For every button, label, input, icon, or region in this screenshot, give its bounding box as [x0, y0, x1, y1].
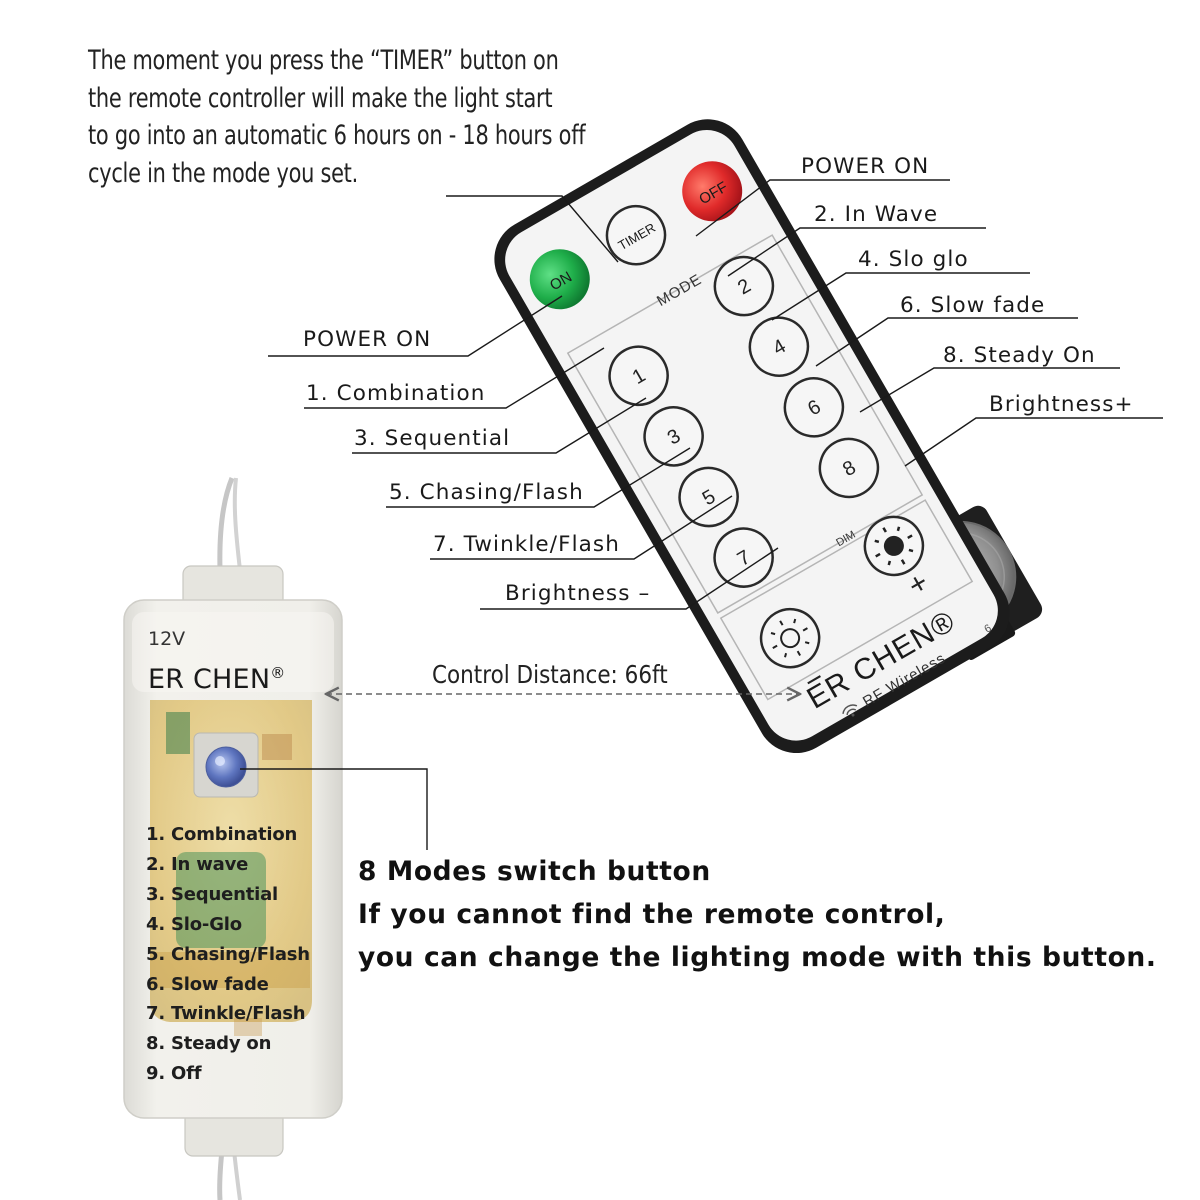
callout-power-on-right: POWER ON [801, 154, 930, 179]
button-highlight [215, 756, 225, 766]
callout-slow-fade: 6. Slow fade [900, 293, 1046, 318]
mode-switch-explanation: 8 Modes switch button If you cannot find… [358, 850, 1157, 979]
power-on-right-leader [695, 179, 950, 237]
steady-on-leader [859, 367, 1120, 413]
off-button[interactable] [671, 150, 753, 232]
callout-in-wave: 2. In Wave [814, 202, 939, 227]
timer-explanation: The moment you press the “TIMER” button … [88, 42, 648, 192]
mode-button-5[interactable] [669, 457, 748, 536]
callout-power-on-left: POWER ON [303, 327, 432, 352]
mode-switch-line-2: If you cannot find the remote control, [358, 899, 946, 930]
mode-button-6[interactable] [774, 368, 853, 447]
control-distance-label: Control Distance: 66ft [432, 660, 668, 689]
mode-button-4[interactable] [739, 307, 818, 386]
intro-line-1: The moment you press the “TIMER” button … [88, 45, 559, 76]
callout-brightness-minus: Brightness – [505, 581, 651, 606]
inline-controller [123, 477, 343, 1200]
intro-line-4: cycle in the mode you set. [88, 157, 358, 189]
chasing-leader [386, 447, 691, 508]
dim-outline [719, 499, 974, 701]
sequential-leader [352, 397, 647, 454]
mode-button-1[interactable] [599, 336, 678, 415]
callout-steady-on: 8. Steady On [943, 343, 1096, 368]
mode-button-3[interactable] [634, 397, 713, 476]
callout-lines [240, 179, 1163, 850]
controller-mode-item: 8. Steady on [146, 1033, 272, 1055]
controller-brand: ER CHEN® [148, 664, 285, 695]
power-on-left-leader [268, 295, 563, 357]
wireless-icon [842, 704, 858, 717]
pcb-component [262, 734, 292, 760]
timer-leader [446, 195, 619, 263]
wire-top-left [217, 477, 235, 571]
twinkle-leader [430, 495, 733, 560]
intro-line-3: to go into an automatic 6 hours on - 18 … [88, 120, 586, 151]
pcb-part [234, 1018, 262, 1036]
mode-button-2[interactable] [704, 246, 783, 325]
controller-mode-list: 1. Combination 2. In wave 3. Sequential … [146, 820, 310, 1089]
controller-mode-item: 4. Slo-Glo [146, 913, 242, 935]
callout-brightness-plus: Brightness+ [989, 392, 1134, 417]
controller-mode-item: 6. Slow fade [146, 973, 269, 995]
slo-glo-leader [771, 272, 1030, 321]
callout-twinkle-flash: 7. Twinkle/Flash [433, 532, 620, 557]
brightness-minus-leader [480, 547, 779, 610]
wire-top-right [232, 477, 242, 571]
brightness-minus-button[interactable] [750, 599, 829, 678]
controller-mode-item: 5. Chasing/Flash [146, 943, 310, 965]
battery-mark: 6 [982, 622, 993, 635]
mode-switch-line-3: you can change the lighting mode with th… [358, 942, 1157, 973]
controller-mode-item: 3. Sequential [146, 883, 279, 905]
controller-mode-item: 2. In wave [146, 853, 249, 875]
remote-face [505, 129, 998, 741]
in-wave-leader [727, 227, 986, 277]
on-button[interactable] [519, 238, 601, 320]
controller-voltage: 12V [148, 628, 186, 650]
mode-switch-title: 8 Modes switch button [358, 856, 711, 887]
wire-bottom-right [232, 1149, 242, 1200]
callout-sequential: 3. Sequential [354, 426, 511, 451]
callout-slo-glo: 4. Slo glo [858, 247, 969, 272]
pcb-trace [150, 952, 310, 988]
slow-fade-leader [815, 317, 1078, 367]
wire-bottom-left [217, 1149, 225, 1200]
controller-mode-item: 7. Twinkle/Flash [146, 1003, 306, 1025]
sun-icon-outline [770, 618, 810, 658]
pcb-capacitor [176, 852, 266, 948]
timer-button[interactable] [596, 196, 675, 275]
mode-button-8[interactable] [809, 428, 888, 507]
mode-switch-button[interactable] [205, 746, 247, 788]
mode-switch-leader [240, 768, 428, 850]
controller-brand-name: ER CHEN [148, 664, 271, 695]
mode-buttons [599, 246, 888, 597]
combination-leader [304, 347, 605, 409]
brightness-plus-leader [904, 417, 1163, 467]
callout-combination: 1. Combination [306, 381, 486, 406]
mode-outline [566, 234, 924, 614]
registered-mark: ® [270, 664, 286, 682]
controller-mode-item: 9. Off [146, 1063, 202, 1085]
controller-mode-item: 1. Combination [146, 824, 298, 845]
sun-icon-filled [874, 526, 914, 566]
frosted-top [132, 612, 334, 692]
pcb-chip [166, 712, 190, 754]
intro-line-2: the remote controller will make the ligh… [88, 82, 553, 114]
callout-chasing-flash: 5. Chasing/Flash [389, 480, 584, 505]
mode-button-7[interactable] [704, 518, 783, 597]
